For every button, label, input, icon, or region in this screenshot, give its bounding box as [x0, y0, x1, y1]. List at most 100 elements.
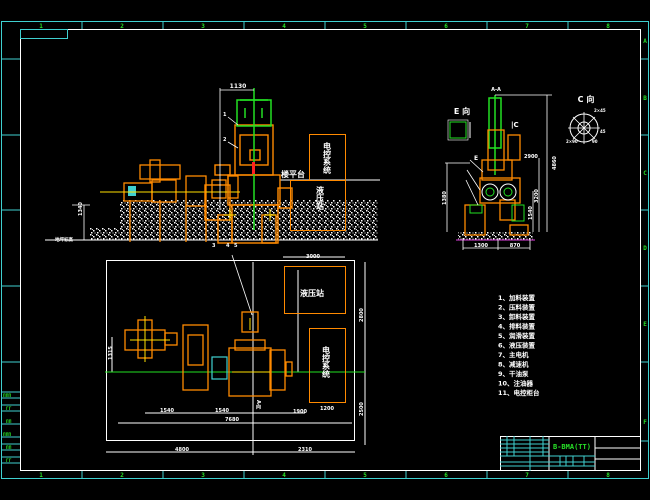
roller — [499, 183, 517, 201]
column-label: 5 — [363, 472, 367, 479]
dimension-label: 2310 — [298, 447, 312, 453]
plan-view: 液压站 电控系统 3000 1315 2800 2500 1540 1540 1… — [105, 254, 366, 455]
hydraulic-station — [290, 180, 346, 231]
column-label: 8 — [606, 23, 610, 30]
corner-box — [20, 29, 68, 39]
dimension-label: 3000 — [306, 254, 320, 260]
legend-item: 10、注油器 — [498, 379, 534, 388]
centerlines — [224, 209, 276, 221]
callout: 5 — [234, 243, 238, 249]
legend-item: 1、加料装置 — [498, 293, 536, 302]
dimension-label: 1200 — [320, 406, 334, 412]
column-label: 7 — [525, 23, 529, 30]
dimension-label: 870 — [510, 243, 521, 249]
foundation — [120, 200, 378, 240]
c-dimension: 90 — [592, 139, 598, 144]
column-label: 1 — [39, 472, 43, 479]
dimension-label: 2800 — [359, 308, 365, 322]
coupling — [128, 186, 136, 196]
row-label: E — [643, 321, 647, 328]
revision-cell: ΓΓ — [6, 406, 12, 412]
dimension-label: 2500 — [359, 402, 365, 416]
dimension-label: 1130 — [230, 83, 247, 90]
legend-item: 2、压料装置 — [498, 303, 536, 312]
plan-motor — [124, 311, 293, 397]
row-label: C — [643, 170, 647, 177]
legend-item: 3、卸料装置 — [498, 312, 536, 321]
legend-item: 6、液压装置 — [498, 341, 536, 350]
ground-label: 地坪标高 — [55, 236, 73, 243]
column-dividers — [1, 21, 649, 479]
dimension-label: 1300 — [474, 243, 488, 249]
column-label: 1 — [39, 23, 43, 30]
view-e-mark: E — [474, 155, 478, 162]
column-label: 2 — [120, 23, 124, 30]
c-dimension: 45 — [600, 129, 606, 134]
dimension-label: 1540 — [528, 206, 534, 220]
side-view: A-A E 向 C 向 |C E 1300 870 1380 3200 4860… — [442, 87, 606, 250]
main-motor — [123, 159, 239, 242]
view-c — [568, 112, 600, 144]
column-label: 7 — [525, 472, 529, 479]
row-label: D — [643, 245, 647, 252]
legend-item: 11、电控柜台 — [498, 388, 540, 397]
foundation — [90, 228, 122, 240]
column-label: 3 — [201, 472, 205, 479]
column-label: 6 — [444, 23, 448, 30]
legend-item: 5、润滑装置 — [498, 331, 536, 340]
dimension-top — [72, 88, 254, 241]
callout: 2 — [223, 137, 227, 143]
leader-line — [231, 254, 253, 316]
revision-table: ΠΠΠ ΓΓ ΠΠ ΠΠΠ ΠΠ ΓΓ — [1, 391, 20, 464]
control-cabinet-label: 电控系统 — [323, 141, 332, 175]
view-c-mark: |C — [511, 121, 519, 130]
side-accessory — [469, 204, 525, 222]
dimension-label: 1540 — [160, 408, 174, 414]
c-dimension: 2×45 — [594, 108, 606, 113]
revision-cell: ΠΠΠ — [3, 432, 11, 438]
inner-border — [20, 29, 641, 471]
c-dimension: 2×90 — [566, 139, 578, 144]
legend-item: 7、主电机 — [498, 350, 529, 359]
dimension-label: 1340 — [78, 202, 84, 216]
sheet-frame: 1 2 3 4 5 6 7 8 1 2 3 4 5 6 7 8 A B C D … — [1, 21, 649, 479]
view-e-label: E 向 — [454, 106, 470, 116]
dimension-label: 7680 — [225, 417, 239, 423]
drawing-code: B-BMA(TT) — [553, 443, 591, 451]
dimension-label: 4800 — [175, 447, 189, 453]
row-label: A — [643, 38, 647, 45]
control-cabinet — [309, 328, 346, 403]
dimension-label: 1380 — [442, 191, 448, 205]
title-block: B-BMA(TT) — [500, 436, 641, 471]
roller — [481, 183, 499, 201]
column-label: 4 — [282, 23, 286, 30]
column-label: 3 — [201, 23, 205, 30]
revision-cell: ΠΠ — [6, 419, 12, 425]
foundation — [458, 232, 533, 240]
elevation-view: 1130 1340 地坪标高 1 2 3 4 5 楼平台 电控系统 液压站 — [45, 83, 380, 249]
legend-item: 8、减速机 — [498, 360, 529, 369]
revision-cell: ΠΠΠ — [3, 393, 11, 399]
roller-hub — [485, 187, 495, 197]
plan-outline — [106, 260, 355, 441]
view-mark: A向 — [255, 400, 261, 410]
coupling — [211, 356, 228, 380]
dimension-label: 2900 — [524, 154, 538, 160]
side-top-frame — [488, 95, 502, 175]
column-label: 2 — [120, 472, 124, 479]
platform-label: 楼平台 — [281, 169, 305, 179]
dimension-label: 1540 — [215, 408, 229, 414]
parts-legend: 1、加料装置 2、压料装置 3、卸料装置 4、排料装置 5、润滑装置 6、液压装… — [498, 293, 540, 397]
legend-item: 4、排料装置 — [498, 322, 536, 331]
column-label: 4 — [282, 472, 286, 479]
marker — [252, 162, 255, 174]
legend-item: 9、干油泵 — [498, 369, 529, 378]
hydraulic-station-label: 液压站 — [300, 288, 324, 298]
revision-cell: ΓΓ — [6, 458, 12, 464]
callout: 3 — [212, 243, 216, 249]
side-dimensions — [445, 94, 552, 250]
callout: 4 — [226, 243, 230, 249]
column-label: 5 — [363, 23, 367, 30]
view-c-label: C 向 — [578, 94, 595, 104]
hydraulic-station-label: 液压站 — [316, 185, 325, 211]
